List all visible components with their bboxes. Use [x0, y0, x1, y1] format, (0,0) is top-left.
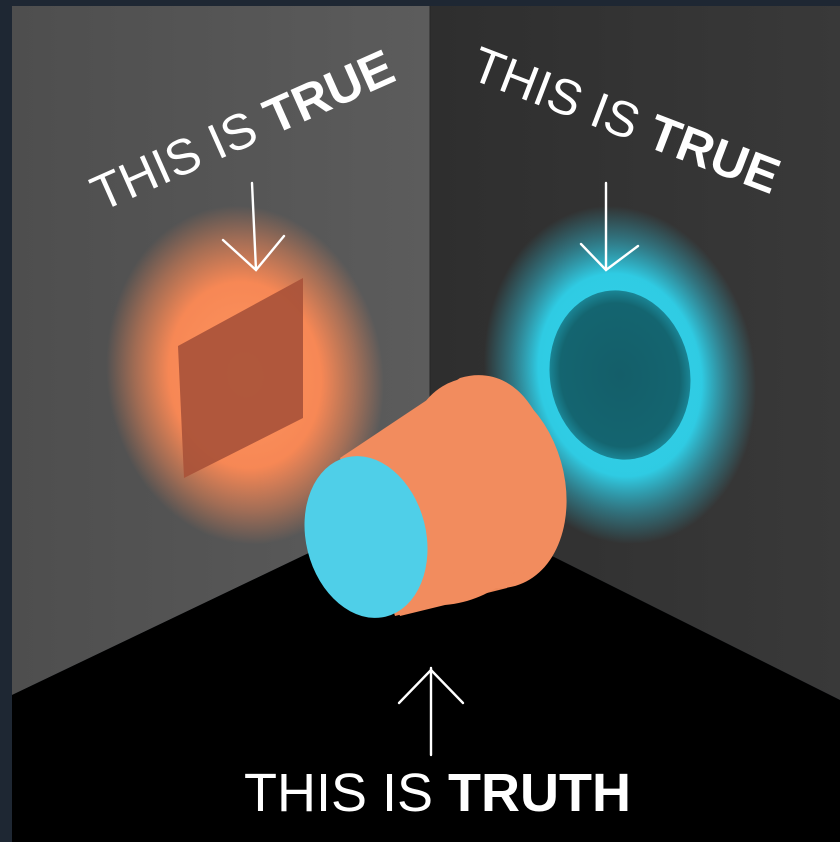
floor-label-prefix: THIS IS [244, 763, 448, 823]
floor-label-emphasis: TRUTH [448, 763, 631, 823]
floor-label: THIS IS TRUTH [244, 763, 631, 823]
